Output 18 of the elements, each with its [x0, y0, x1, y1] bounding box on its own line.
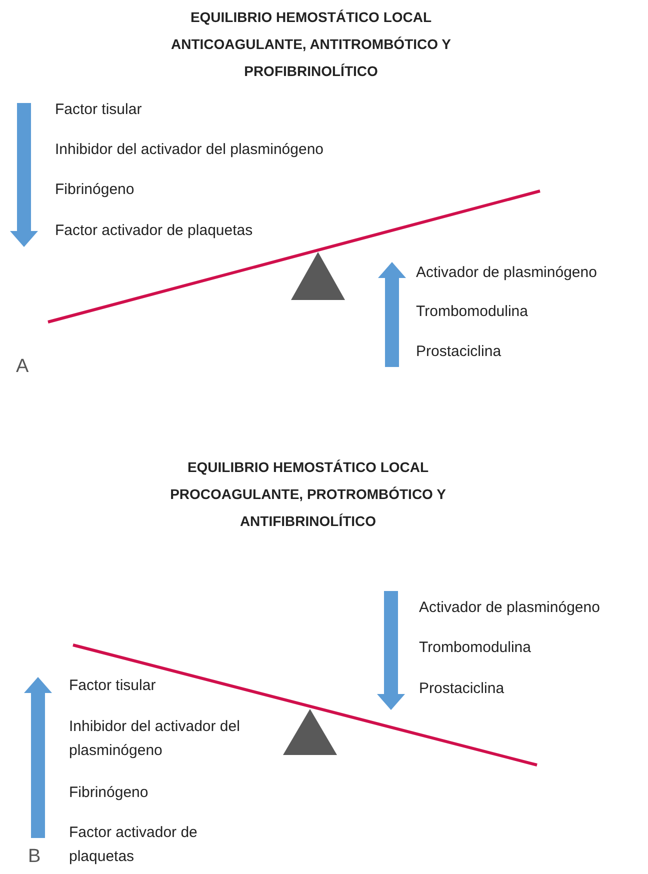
factor-label: Activador de plasminógeno	[416, 263, 597, 283]
heading: EQUILIBRIO HEMOSTÁTICO LOCAL ANTICOAGULANTE, ANTITROMBÓTICO Y PROFIBRINOLÍTICO	[170, 8, 452, 81]
panel-letter: B	[28, 845, 41, 869]
heading: EQUILIBRIO HEMOSTÁTICO LOCAL PROCOAGULANTE, PROTROMBÓTICO Y ANTIFIBRINOLÍTICO	[169, 458, 447, 531]
factor-label: Prostaciclina	[416, 342, 502, 362]
factor-label: Fibrinógeno	[55, 180, 134, 200]
factor-label: Fibrinógeno	[69, 783, 148, 803]
factor-label: Prostaciclina	[419, 679, 504, 699]
factor-label: Trombomodulina	[419, 638, 531, 658]
factor-label: Inhibidor del activador del plasminógeno	[69, 717, 241, 761]
factor-label: Factor tisular	[69, 676, 156, 696]
factor-label: Activador de plasminógeno	[419, 598, 600, 618]
panel-letter: A	[16, 355, 29, 379]
factor-label: Factor activador de plaquetas	[55, 221, 253, 241]
factor-label: Factor activador de plaquetas	[69, 823, 198, 867]
factor-label: Inhibidor del activador del plasminógeno	[55, 140, 324, 160]
factor-label: Factor tisular	[55, 100, 142, 120]
factor-label: Trombomodulina	[416, 302, 528, 322]
